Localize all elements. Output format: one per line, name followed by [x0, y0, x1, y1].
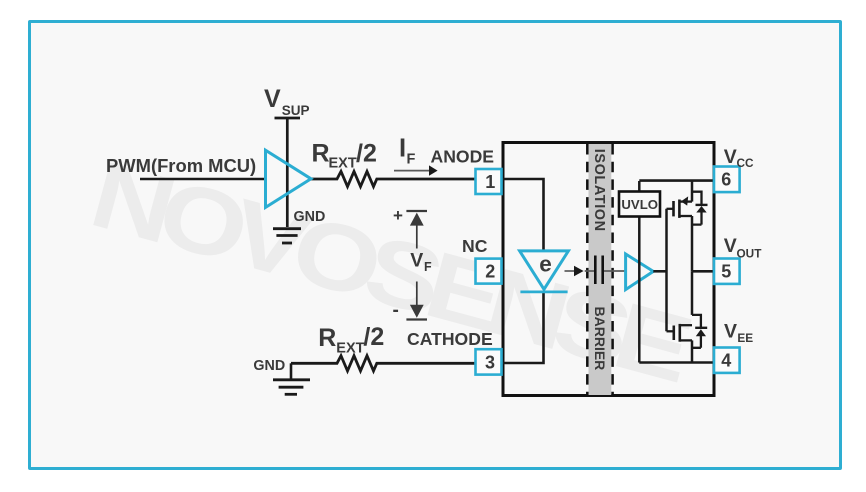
svg-text:V: V — [724, 146, 737, 168]
svg-text:F: F — [424, 260, 432, 274]
svg-text:UVLO: UVLO — [621, 197, 658, 212]
svg-text:ISOLATION: ISOLATION — [591, 149, 607, 232]
svg-text:R: R — [318, 324, 336, 352]
svg-text:V: V — [410, 250, 423, 272]
svg-text:+: + — [393, 206, 403, 225]
svg-text:SUP: SUP — [282, 103, 310, 118]
svg-text:R: R — [312, 139, 330, 167]
svg-text:CATHODE: CATHODE — [407, 329, 493, 349]
svg-text:1: 1 — [485, 172, 495, 192]
svg-text:4: 4 — [721, 351, 731, 371]
svg-text:3: 3 — [485, 352, 495, 372]
svg-text:I: I — [399, 135, 406, 163]
svg-text:6: 6 — [721, 170, 731, 190]
svg-text:/2: /2 — [363, 323, 384, 351]
svg-text:EE: EE — [737, 331, 753, 345]
svg-text:CC: CC — [737, 156, 755, 170]
svg-text:EXT: EXT — [336, 341, 364, 357]
svg-text:/2: /2 — [356, 139, 377, 167]
svg-text:PWM(From MCU): PWM(From MCU) — [106, 155, 256, 176]
svg-text:GND: GND — [294, 209, 326, 225]
svg-text:2: 2 — [485, 262, 495, 282]
svg-text:EXT: EXT — [329, 156, 357, 172]
svg-text:ANODE: ANODE — [431, 147, 495, 167]
svg-text:BARRIER: BARRIER — [592, 307, 608, 371]
svg-text:V: V — [724, 321, 737, 343]
svg-text:V: V — [264, 85, 281, 113]
svg-text:e: e — [539, 251, 552, 276]
svg-text:NC: NC — [462, 236, 488, 256]
svg-text:-: - — [393, 300, 399, 321]
svg-text:GND: GND — [253, 358, 285, 374]
svg-text:OUT: OUT — [737, 247, 763, 261]
svg-text:V: V — [724, 235, 737, 257]
svg-text:5: 5 — [721, 262, 731, 282]
svg-text:F: F — [407, 151, 416, 167]
